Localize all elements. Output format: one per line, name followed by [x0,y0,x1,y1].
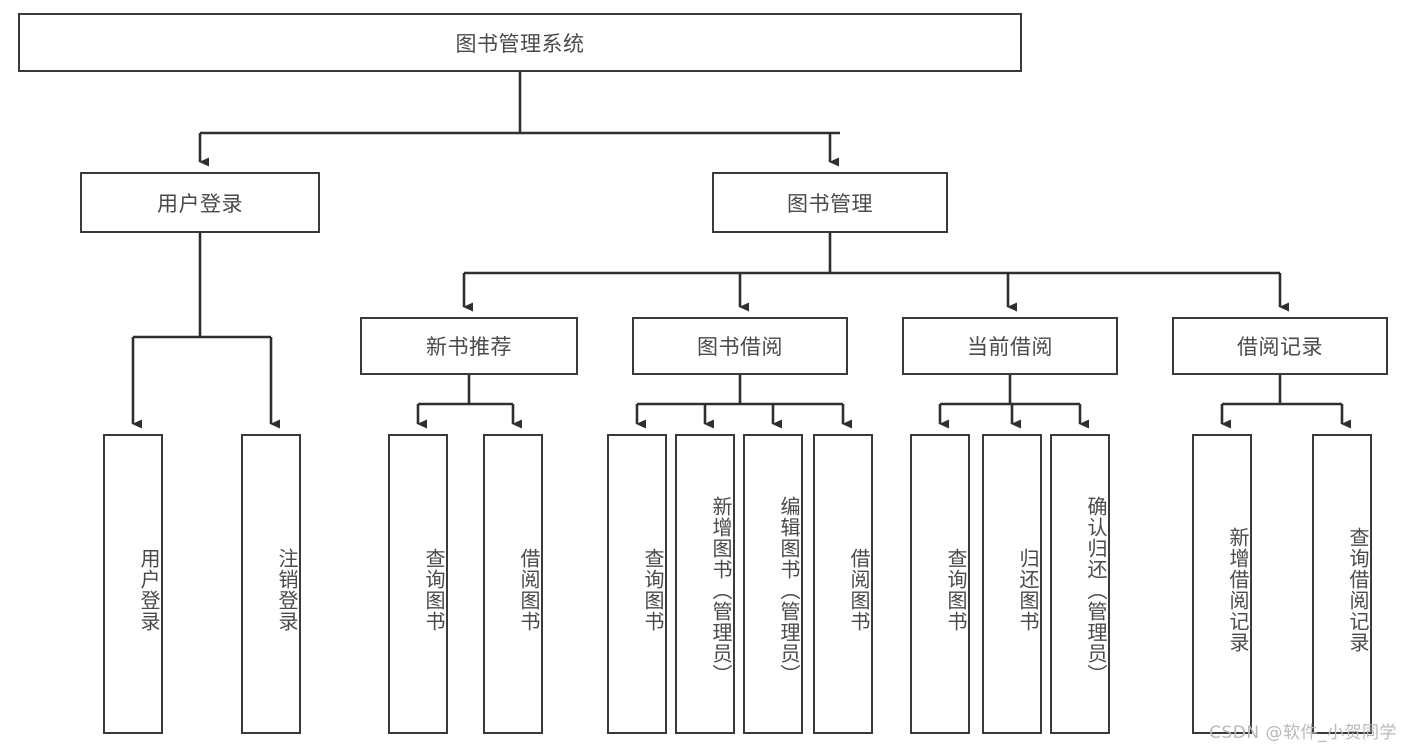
node-label: 图书管理系统 [455,31,585,56]
leaf-user-login-logout[interactable]: 注销登录 [241,434,301,734]
leaf-record-add-record[interactable]: 新增借阅记录 [1192,434,1252,734]
leaf-recommend-query-book[interactable]: 查询图书 [388,434,448,734]
leaf-current-query-book[interactable]: 查询图书 [910,434,970,734]
leaf-borrow-edit-book-admin[interactable]: 编辑图书（管理员） [743,434,803,734]
node-label: 查询图书 [422,548,446,632]
leaf-record-query-record[interactable]: 查询借阅记录 [1312,434,1372,734]
node-label: 当前借阅 [967,335,1053,359]
leaf-user-login-login[interactable]: 用户登录 [103,434,163,734]
node-label: 新增图书（管理员） [709,495,733,685]
node-label: 图书管理 [787,191,873,216]
node-book-borrow[interactable]: 图书借阅 [632,317,848,375]
node-label: 借阅图书 [847,548,871,632]
node-label: 查询图书 [641,548,665,632]
leaf-borrow-borrow-book[interactable]: 借阅图书 [813,434,873,734]
node-label: 用户登录 [137,548,161,632]
leaf-current-confirm-return-admin[interactable]: 确认归还（管理员） [1050,434,1110,734]
node-label: 编辑图书（管理员） [777,495,801,685]
node-label: 注销登录 [275,548,299,632]
node-label: 确认归还（管理员） [1084,495,1108,685]
node-label: 新增借阅记录 [1226,527,1250,653]
node-label: 查询图书 [944,548,968,632]
leaf-current-return-book[interactable]: 归还图书 [982,434,1042,734]
node-label: 归还图书 [1016,548,1040,632]
node-label: 查询借阅记录 [1346,527,1370,653]
node-new-book-recommend[interactable]: 新书推荐 [360,317,578,375]
node-label: 用户登录 [157,191,243,216]
node-user-login[interactable]: 用户登录 [80,172,320,233]
node-borrow-record[interactable]: 借阅记录 [1172,317,1388,375]
node-label: 借阅图书 [517,548,541,632]
watermark: CSDN @软件_小贺同学 [1209,723,1397,743]
leaf-recommend-borrow-book[interactable]: 借阅图书 [483,434,543,734]
node-label: 图书借阅 [697,335,783,359]
node-label: 新书推荐 [426,335,512,359]
node-label: 借阅记录 [1237,335,1323,359]
leaf-borrow-query-book[interactable]: 查询图书 [607,434,667,734]
node-root-system[interactable]: 图书管理系统 [18,13,1022,72]
node-book-management[interactable]: 图书管理 [712,172,948,233]
leaf-borrow-add-book-admin[interactable]: 新增图书（管理员） [675,434,735,734]
node-current-borrow[interactable]: 当前借阅 [902,317,1118,375]
